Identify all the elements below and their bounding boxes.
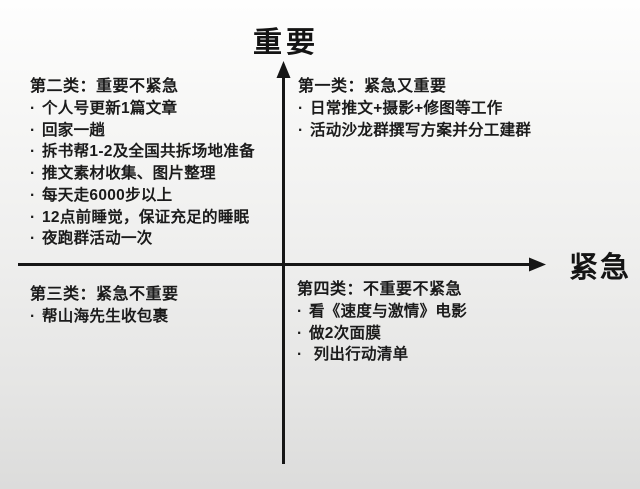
horizontal-axis-label: 紧急 — [569, 252, 632, 284]
bullet-icon: · — [30, 186, 36, 204]
list-item-text: 推文素材收集、图片整理 — [42, 165, 216, 183]
list-item-text: 帮山海先生收包裹 — [42, 308, 169, 325]
list-item-text: 日常推文+摄影+修图等工作 — [310, 100, 503, 117]
list-item: · 12点前睡觉，保证充足的睡眠 — [30, 207, 255, 229]
list-item: · 日常推文+摄影+修图等工作 — [298, 98, 531, 120]
right-arrowhead-icon — [529, 257, 546, 272]
list-item-text: 夜跑群活动一次 — [42, 230, 153, 248]
list-item-text: 列出行动清单 — [309, 346, 409, 364]
list-item-text: 回家一趟 — [42, 121, 106, 139]
list-item: · 列出行动清单 — [297, 344, 467, 366]
bullet-icon: · — [30, 100, 36, 117]
list-item-text: 12点前睡觉，保证充足的睡眠 — [42, 208, 250, 226]
bullet-icon: · — [30, 230, 36, 248]
list-item: · 每天走6000步以上 — [30, 185, 255, 207]
list-item: · 活动沙龙群撰写方案并分工建群 — [298, 120, 531, 142]
quadrant-not-important-not-urgent: 第四类：不重要不紧急 · 看《速度与激情》电影 · 做2次面膜 · 列出行动清单 — [297, 279, 467, 366]
quadrant-urgent-not-important: 第三类：紧急不重要 · 帮山海先生收包裹 — [30, 284, 179, 328]
list-item-text: 个人号更新1篇文章 — [42, 100, 178, 117]
list-item-text: 看《速度与激情》电影 — [309, 303, 468, 320]
vertical-axis-label: 重要 — [253, 27, 320, 59]
quadrant-title: 第四类：不重要不紧急 — [297, 281, 463, 298]
up-arrowhead-icon — [276, 61, 291, 78]
quadrant-title: 第三类：紧急不重要 — [30, 286, 179, 303]
list-item: · 夜跑群活动一次 — [30, 228, 255, 250]
quadrant-important-not-urgent: 第二类：重要不紧急 · 个人号更新1篇文章 · 回家一趟 · 拆书帮1-2及全国共拆场… — [30, 76, 255, 250]
bullet-icon: · — [30, 308, 36, 325]
bullet-icon: · — [298, 100, 304, 117]
list-item-text: 拆书帮1-2及全国共拆场地准备 — [42, 143, 255, 161]
list-item-text: 活动沙龙群撰写方案并分工建群 — [310, 121, 532, 139]
bullet-icon: · — [298, 121, 304, 139]
list-item: · 推文素材收集、图片整理 — [30, 163, 255, 185]
list-item: · 回家一趟 — [30, 120, 255, 142]
bullet-icon: · — [30, 121, 36, 139]
list-item: · 看《速度与激情》电影 — [297, 301, 467, 323]
bullet-icon: · — [30, 143, 36, 161]
list-item: · 拆书帮1-2及全国共拆场地准备 — [30, 141, 255, 163]
list-item-text: 每天走6000步以上 — [42, 186, 173, 204]
quadrant-title: 第一类：紧急又重要 — [298, 78, 447, 95]
list-item: · 个人号更新1篇文章 — [30, 98, 255, 120]
list-item-text: 做2次面膜 — [309, 324, 382, 342]
bullet-icon: · — [297, 303, 303, 320]
bullet-icon: · — [297, 324, 303, 342]
list-item: · 帮山海先生收包裹 — [30, 306, 179, 328]
bullet-icon: · — [30, 165, 36, 183]
quadrant-urgent-important: 第一类：紧急又重要 · 日常推文+摄影+修图等工作 · 活动沙龙群撰写方案并分工建群 — [298, 76, 531, 141]
bullet-icon: · — [297, 346, 303, 364]
bullet-icon: · — [30, 208, 36, 226]
list-item: · 做2次面膜 — [297, 323, 467, 345]
quadrant-title: 第二类：重要不紧急 — [30, 78, 179, 95]
